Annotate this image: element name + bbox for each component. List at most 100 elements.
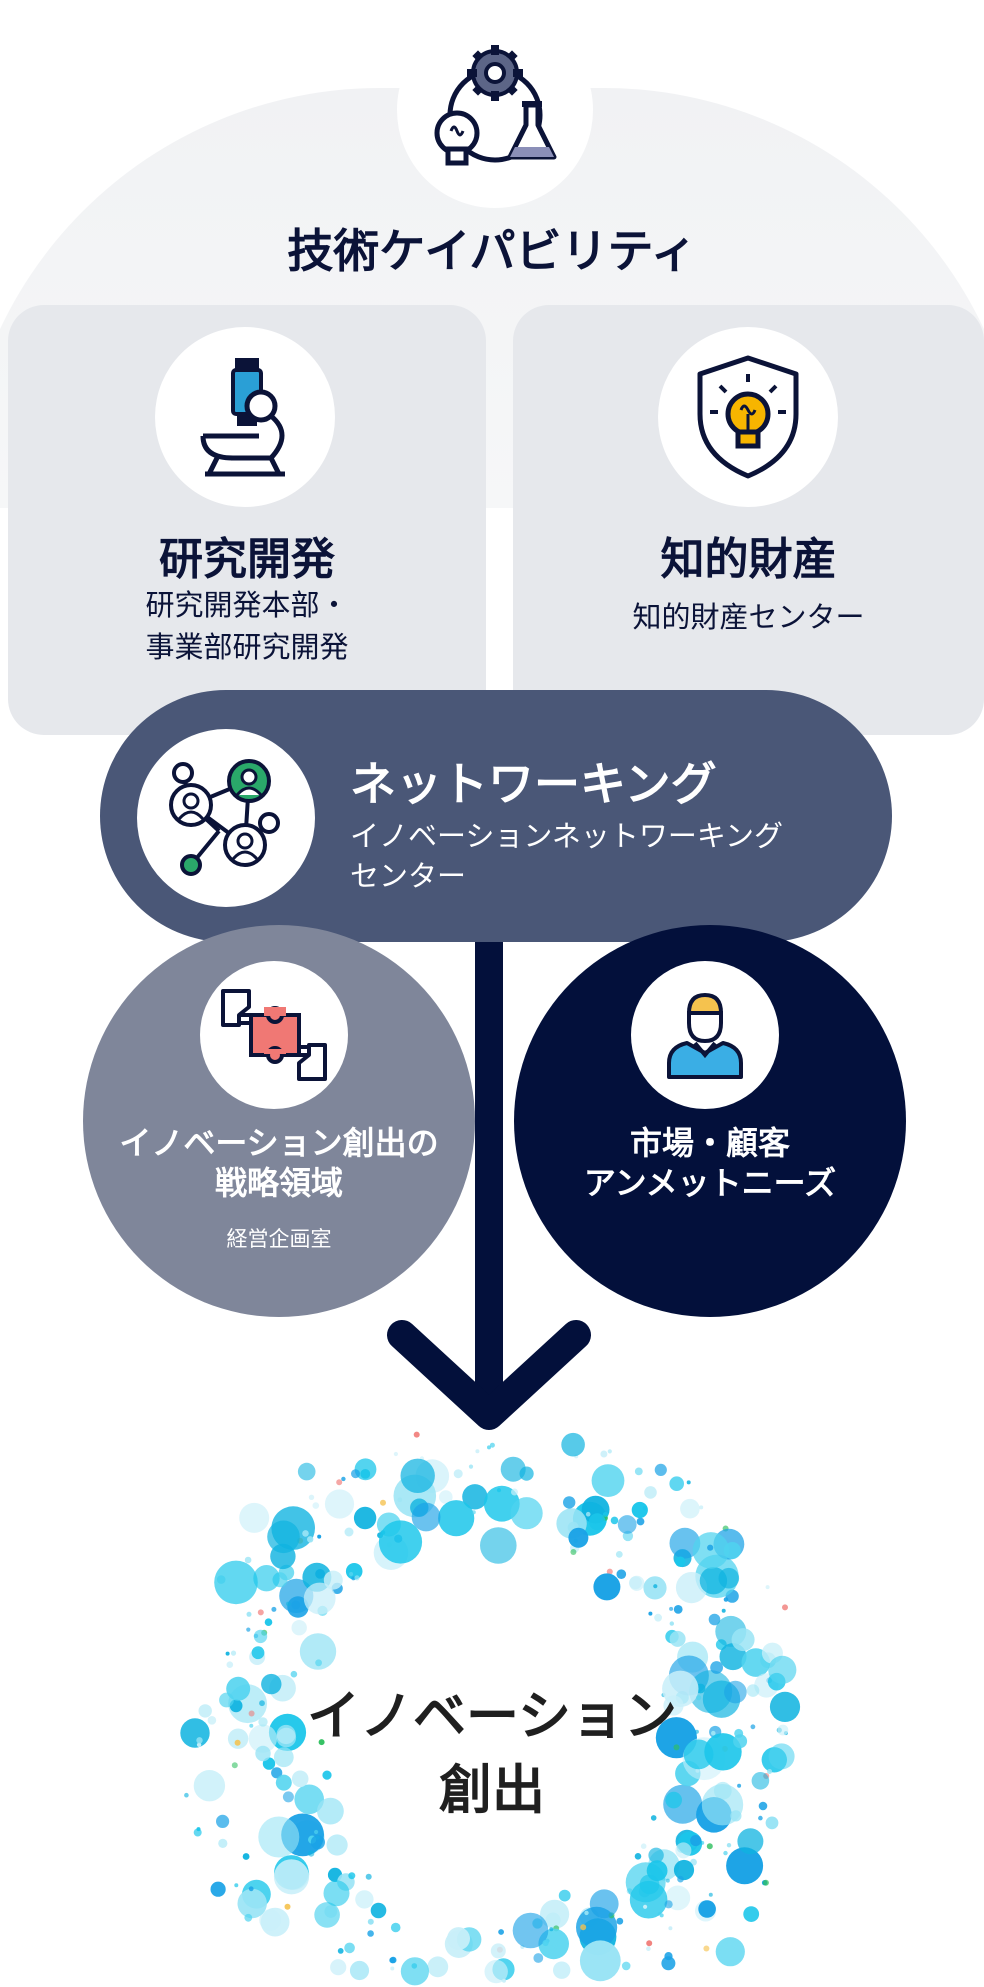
bubble-dot xyxy=(336,1479,343,1486)
bubble-dot xyxy=(249,1723,254,1728)
bubble-dot xyxy=(615,1551,623,1558)
bubble-dot xyxy=(367,1918,374,1925)
bubble-dot xyxy=(323,1880,350,1907)
bubble-dot xyxy=(307,1536,314,1543)
bubble-dot xyxy=(299,1633,337,1670)
bubble-dot xyxy=(337,1948,344,1954)
bubble-dot xyxy=(400,1957,429,1986)
bubble-dot xyxy=(669,1527,701,1559)
bubble-dot xyxy=(244,1913,253,1922)
bubble-dot xyxy=(216,1814,230,1828)
bubble-dot xyxy=(248,1886,254,1892)
bubble-dot xyxy=(244,1556,252,1564)
bubble-dot xyxy=(348,1872,356,1880)
bubble-dot xyxy=(193,1770,226,1802)
innovation-bubble-ring xyxy=(180,1431,801,1986)
ip-title: 知的財産 xyxy=(660,534,837,585)
networking-title: ネットワーキング xyxy=(350,757,717,811)
bubble-dot xyxy=(196,1737,203,1744)
bubble-dot xyxy=(511,1488,518,1496)
handshake-puzzle-icon xyxy=(221,989,327,1081)
bubble-dot xyxy=(291,1620,307,1636)
bubble-dot xyxy=(239,1502,270,1533)
bubble-dot xyxy=(654,1613,662,1622)
bubble-dot xyxy=(475,1449,480,1454)
bubble-dot xyxy=(253,1629,268,1644)
bubble-dot xyxy=(237,1888,267,1919)
bubble-dot xyxy=(580,1924,587,1931)
bubble-dot xyxy=(669,1630,686,1647)
bubble-dot xyxy=(737,1783,742,1788)
bubble-dot xyxy=(602,1512,608,1517)
bubble-dot xyxy=(629,1576,642,1590)
bubble-dot xyxy=(291,1770,309,1788)
bubble-dot xyxy=(290,1670,298,1678)
bubble-dot xyxy=(351,1469,360,1479)
bubble-dot xyxy=(261,1673,282,1695)
bubble-dot xyxy=(570,1549,577,1555)
bubble-dot xyxy=(219,1692,234,1708)
bubble-dot xyxy=(704,1733,742,1771)
bubble-dot xyxy=(589,1889,619,1919)
bubble-dot xyxy=(533,1953,544,1963)
bubble-dot xyxy=(207,1716,217,1725)
bubble-dot xyxy=(242,1853,250,1860)
bubble-dot xyxy=(370,1902,387,1919)
bubble-dot xyxy=(344,1942,355,1954)
bubble-dot xyxy=(737,1828,764,1855)
bubble-dot xyxy=(710,1661,723,1674)
bubble-dot xyxy=(198,1704,212,1718)
bubble-dot xyxy=(765,1816,779,1830)
bubble-dot xyxy=(542,1939,549,1947)
bubble-dot xyxy=(258,1816,300,1858)
bubble-dot xyxy=(690,1835,702,1847)
bubble-dot xyxy=(769,1691,801,1722)
bubble-dot xyxy=(251,1646,265,1660)
bubble-dot xyxy=(468,1464,474,1469)
bubble-dot xyxy=(453,1469,463,1479)
bubble-dot xyxy=(255,1745,271,1762)
bubble-dot xyxy=(480,1527,517,1564)
bubble-dot xyxy=(390,1966,395,1971)
bubble-dot xyxy=(762,1879,769,1886)
innovation-label: イノベーション 創出 xyxy=(0,1680,984,1828)
bubble-dot xyxy=(665,1791,682,1809)
bubble-dot xyxy=(669,1621,674,1626)
bubble-dot xyxy=(351,1576,356,1581)
bubble-dot xyxy=(234,1739,241,1746)
bubble-dot xyxy=(257,1609,264,1616)
bubble-dot xyxy=(646,1860,668,1882)
bubble-dot xyxy=(413,1431,420,1438)
bubble-dot xyxy=(303,1582,336,1615)
bubble-dot xyxy=(585,1511,591,1517)
bubble-dot xyxy=(664,1900,673,1909)
bubble-dot xyxy=(634,1467,643,1476)
innovation-label-line2: 創出 xyxy=(439,1760,545,1821)
bubble-dot xyxy=(294,1784,324,1815)
bubble-dot xyxy=(324,1489,355,1519)
bubble-dot xyxy=(653,1584,658,1589)
bubble-dot xyxy=(743,1906,760,1922)
bubble-dot xyxy=(326,1834,348,1856)
bubble-dot xyxy=(707,1544,714,1551)
bubble-dot xyxy=(287,1596,309,1618)
bubble-dot xyxy=(696,1695,702,1701)
bubble-dot xyxy=(193,1828,202,1837)
strategy-title-line2: 戦略領域 xyxy=(214,1164,343,1202)
bubble-dot xyxy=(258,1717,268,1727)
bubble-dot xyxy=(302,1530,309,1537)
rnd-icon-circle xyxy=(155,327,335,507)
bubble-dot xyxy=(708,1892,713,1897)
bubble-dot xyxy=(675,1556,686,1567)
bubble-dot xyxy=(196,1742,202,1747)
bubble-dot xyxy=(214,1560,258,1605)
bubble-dot xyxy=(438,1500,475,1537)
rnd-title: 研究開発 xyxy=(159,534,335,585)
bubble-dot xyxy=(731,1628,755,1652)
bubble-dot xyxy=(758,1815,763,1821)
bubble-dot xyxy=(227,1728,249,1749)
bubble-dot xyxy=(355,1890,374,1909)
bubble-dot xyxy=(308,1494,315,1500)
networking-subtitle-line1: イノベーションネットワーキング xyxy=(350,819,783,853)
bubble-dot xyxy=(669,1476,684,1491)
